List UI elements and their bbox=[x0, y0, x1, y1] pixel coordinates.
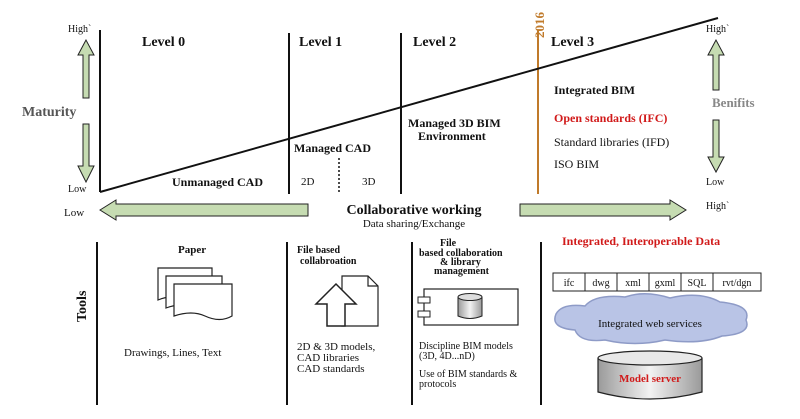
cloud-icon bbox=[554, 293, 748, 345]
file-upload-icon bbox=[314, 275, 379, 327]
level0-heading: Level 0 bbox=[142, 35, 185, 50]
collab-title: Collaborative working bbox=[347, 203, 482, 218]
format-rvt-dgn: rvt/dgn bbox=[723, 278, 752, 289]
collab-low-label: Low bbox=[64, 207, 84, 219]
open-standards-label: Open standards (IFC) bbox=[554, 111, 667, 125]
tools-label: Tools bbox=[75, 290, 90, 322]
level3-heading: Level 3 bbox=[551, 35, 594, 50]
cad-3d-label: 3D bbox=[362, 176, 376, 188]
format-gxml: gxml bbox=[655, 278, 676, 289]
library-desc-line1: Discipline BIM models bbox=[419, 341, 513, 352]
integrated-bim-label: Integrated BIM bbox=[554, 83, 635, 97]
managed-bim-label-line2: Environment bbox=[418, 129, 486, 143]
format-xml: xml bbox=[625, 278, 641, 289]
library-desc-line4: protocols bbox=[419, 379, 456, 390]
benefits-low-label: Low bbox=[706, 177, 725, 188]
paper-title: Paper bbox=[178, 244, 206, 256]
collab-arrow-left bbox=[99, 199, 309, 221]
collab-subtitle: Data sharing/Exchange bbox=[363, 218, 465, 230]
integrated-data-title: Integrated, Interoperable Data bbox=[562, 234, 720, 248]
level1-heading: Level 1 bbox=[299, 35, 342, 50]
maturity-diagonal bbox=[99, 17, 719, 193]
managed-bim-label-line1: Managed 3D BIM bbox=[408, 116, 501, 130]
benefits-arrow-down bbox=[707, 119, 725, 174]
file-based-desc-line2: CAD libraries bbox=[297, 352, 359, 364]
library-title-line1: File bbox=[440, 238, 457, 249]
format-ifc: ifc bbox=[564, 278, 575, 289]
collab-arrow-right bbox=[519, 199, 687, 221]
maturity-low-label: Low bbox=[68, 184, 87, 195]
file-based-desc-line1: 2D & 3D models, bbox=[297, 341, 375, 353]
paper-description: Drawings, Lines, Text bbox=[124, 347, 221, 359]
benefits-label: Benifits bbox=[712, 95, 755, 110]
library-title-line2: based collaboration bbox=[419, 248, 503, 259]
maturity-arrow-down bbox=[77, 123, 95, 184]
library-title-line3: & library bbox=[440, 257, 481, 268]
level2-heading: Level 2 bbox=[413, 35, 456, 50]
benefits-arrow-up bbox=[707, 38, 725, 91]
format-boxes: ifc dwg xml gxml SQL rvt/dgn bbox=[552, 272, 762, 292]
managed-cad-label: Managed CAD bbox=[294, 141, 371, 155]
cad-2d-label: 2D bbox=[301, 176, 315, 188]
maturity-arrow-up bbox=[77, 38, 95, 99]
format-sql: SQL bbox=[688, 278, 707, 289]
iso-bim-label: ISO BIM bbox=[554, 157, 599, 171]
maturity-label: Maturity bbox=[22, 105, 76, 120]
collab-high-label: High` bbox=[706, 201, 729, 212]
model-server-label: Model server bbox=[619, 373, 681, 385]
year-marker-label: 2016 bbox=[532, 12, 547, 39]
maturity-high-label: High` bbox=[68, 24, 91, 35]
format-box-rvt-dgn bbox=[712, 272, 762, 292]
file-based-title-line1: File based bbox=[297, 245, 340, 256]
database-icon bbox=[597, 350, 703, 400]
library-server-icon bbox=[417, 288, 519, 326]
standard-libraries-label: Standard libraries (IFD) bbox=[554, 135, 669, 149]
benefits-high-label: High` bbox=[706, 24, 729, 35]
library-desc-line2: (3D, 4D...nD) bbox=[419, 351, 475, 362]
web-services-label: Integrated web services bbox=[598, 318, 702, 330]
file-based-title-line2: collabroation bbox=[300, 256, 357, 267]
library-desc-line3: Use of BIM standards & bbox=[419, 369, 518, 380]
library-title-line4: management bbox=[434, 266, 490, 277]
file-based-desc-line3: CAD standards bbox=[297, 363, 365, 375]
unmanaged-cad-label: Unmanaged CAD bbox=[172, 175, 263, 189]
paper-documents-icon bbox=[157, 267, 233, 321]
format-dwg: dwg bbox=[592, 278, 609, 289]
